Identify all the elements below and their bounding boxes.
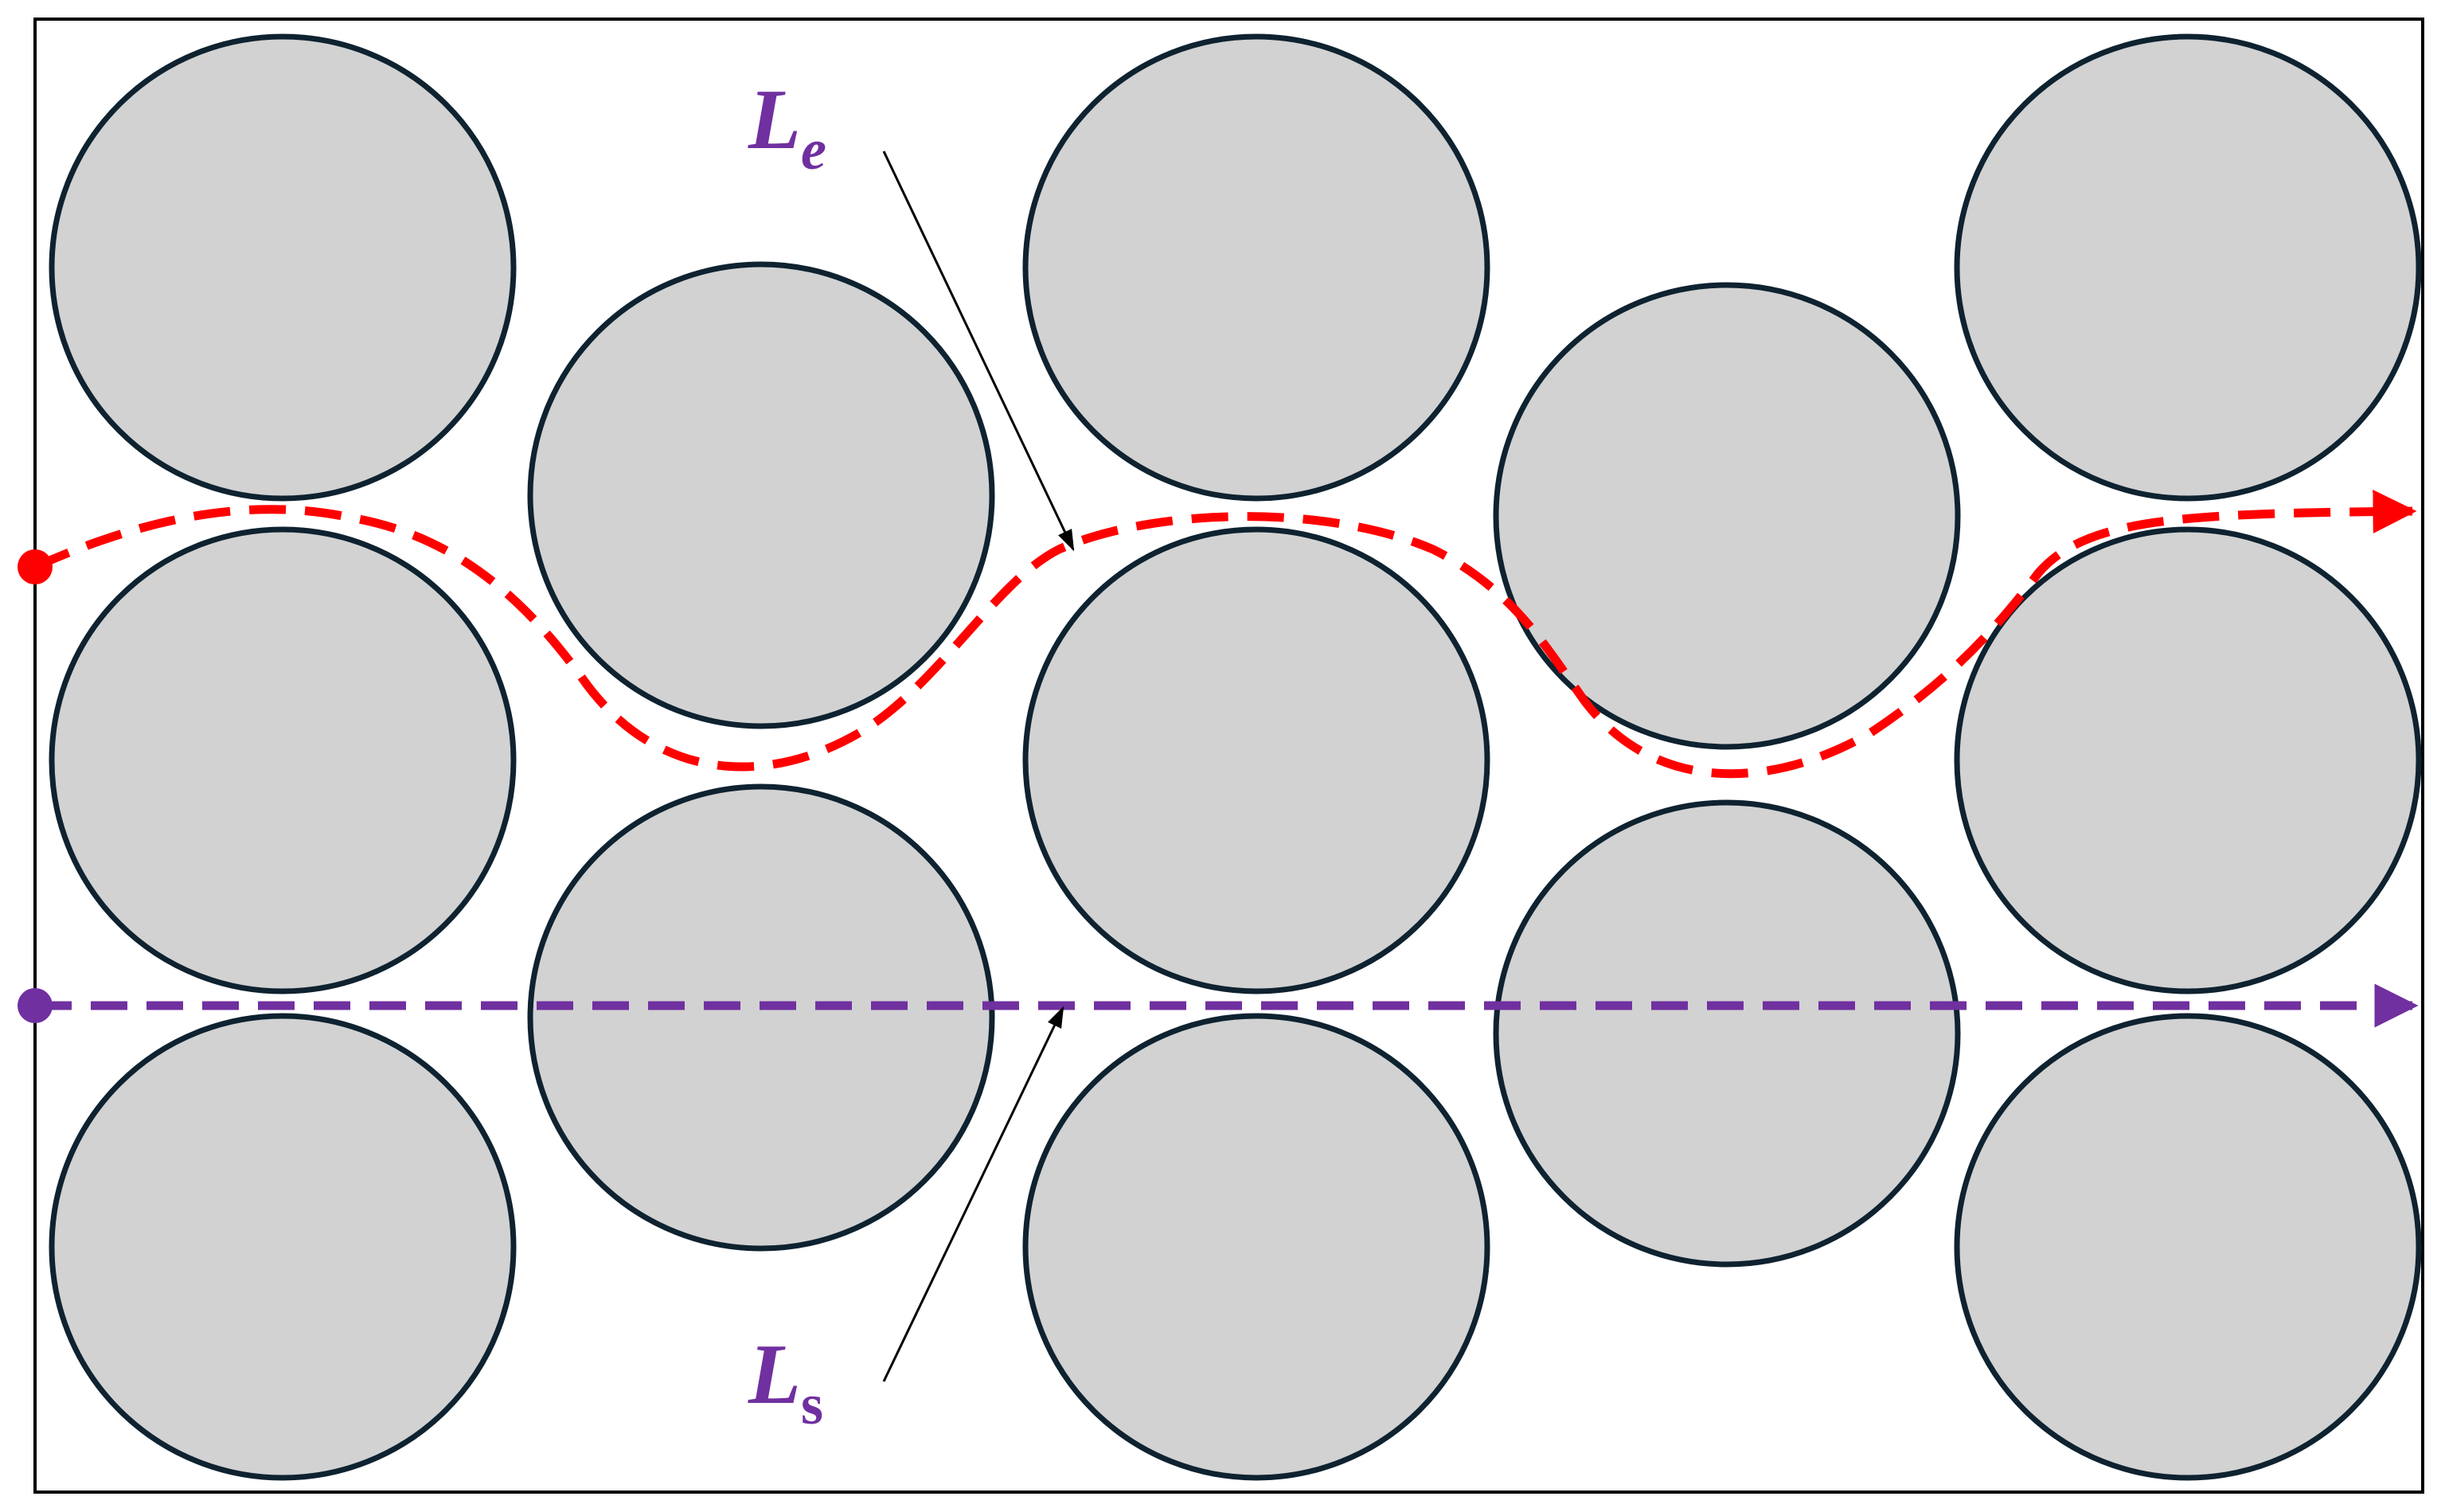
- effective-path-label: Le: [748, 72, 826, 182]
- effective-label-leader: [882, 150, 1075, 552]
- straight-path-label-subscript: s: [801, 1373, 823, 1436]
- effective-path-label-subscript: e: [801, 118, 826, 182]
- particle: [527, 261, 995, 729]
- particle: [527, 783, 995, 1252]
- effective-path: [33, 490, 2417, 779]
- straight-path-label-main: L: [748, 1327, 801, 1422]
- effective-path-label-main: L: [748, 72, 801, 167]
- particle: [49, 33, 517, 502]
- particle: [1493, 799, 1961, 1268]
- domain-frame: [33, 18, 2424, 1494]
- particle: [49, 1013, 517, 1481]
- particle: [1022, 33, 1490, 502]
- effective-path-start-marker: [18, 549, 53, 584]
- particle: [1022, 1013, 1490, 1481]
- particle: [49, 526, 517, 994]
- straight-path-start-marker: [18, 988, 53, 1023]
- particle: [1954, 526, 2422, 994]
- particle: [1954, 33, 2422, 502]
- particle: [1954, 1013, 2422, 1481]
- straight-path-label: Ls: [748, 1327, 823, 1436]
- particle: [1493, 282, 1961, 750]
- particle-group: [49, 33, 2422, 1481]
- particle: [1022, 526, 1490, 994]
- straight-label-leader: [882, 1006, 1064, 1382]
